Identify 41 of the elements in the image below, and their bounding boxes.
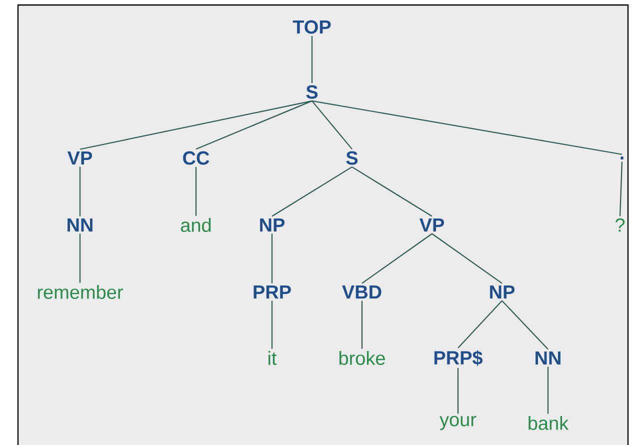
tree-branch [502, 300, 548, 350]
word-label: broke [339, 351, 385, 365]
tree-branch [79, 166, 81, 216]
tree-branch [362, 233, 432, 284]
tree-branch [432, 233, 502, 284]
category-label: S [346, 151, 358, 165]
word-label: and [180, 218, 211, 232]
word-label: ? [616, 218, 625, 232]
category-label: CC [183, 151, 210, 165]
tree-branch [457, 368, 459, 414]
category-label: NP [490, 285, 515, 299]
category-label: NN [536, 351, 560, 365]
word-label: it [268, 351, 277, 365]
tree-branch [547, 366, 549, 414]
tree-branch [361, 300, 363, 349]
tree-branch [272, 166, 352, 217]
tree-branch [352, 166, 432, 217]
category-label: PRP$ [434, 350, 483, 366]
tree-branch [80, 100, 312, 150]
tree-branch [271, 234, 273, 284]
category-label: NN [68, 218, 92, 232]
word-label: remember [38, 285, 123, 299]
tree-branch [619, 162, 623, 216]
word-label: your [440, 416, 476, 430]
tree-branch [271, 300, 273, 349]
category-label: VBD [342, 285, 382, 299]
tree-branch [195, 166, 197, 216]
category-label: VP [67, 151, 92, 165]
category-label: PRP [254, 285, 291, 299]
category-label: VP [419, 218, 444, 232]
tree-branch [311, 36, 313, 84]
tree-branch [79, 234, 81, 283]
category-label: S [306, 85, 318, 99]
category-label: TOP [292, 20, 331, 34]
tree-branch [312, 100, 352, 150]
tree-branch [458, 300, 502, 348]
word-label: bank [528, 416, 569, 430]
tree-branch [312, 100, 622, 155]
category-label: . [620, 156, 624, 160]
category-label: NP [260, 218, 285, 232]
tree-branch [196, 100, 312, 150]
